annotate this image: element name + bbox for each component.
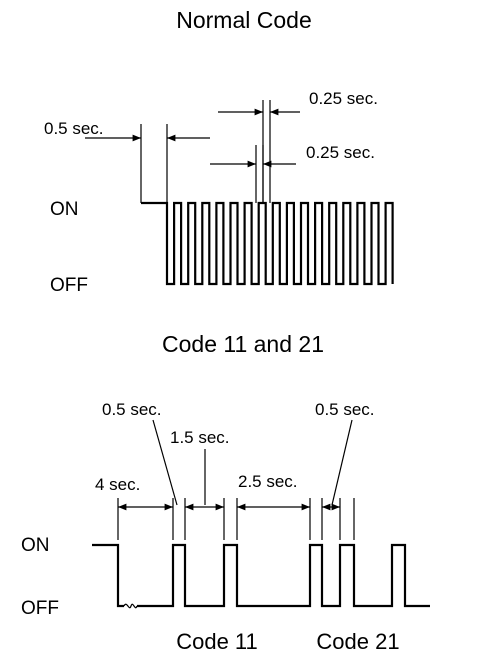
- axis-break-mark: [123, 603, 138, 609]
- pulse-width-left-leader: [152, 419, 178, 506]
- pulse-width-right-label: 0.5 sec.: [315, 400, 375, 419]
- normal-on-time-label: 0.25 sec.: [306, 143, 375, 162]
- normal-initial-delay-label: 0.5 sec.: [44, 119, 104, 138]
- code-11-21-waveform: [92, 543, 430, 608]
- code-on-label: ON: [21, 535, 50, 556]
- start-delay-label: 4 sec.: [95, 475, 140, 494]
- code-21-label: Code 21: [316, 629, 399, 654]
- normal-code-title: Normal Code: [176, 7, 312, 33]
- pulse-width-left-label: 0.5 sec.: [102, 400, 162, 419]
- normal-on-label: ON: [50, 199, 79, 220]
- code-11-label: Code 11: [176, 629, 258, 654]
- normal-code-waveform: [141, 201, 394, 286]
- gap-between-label: 1.5 sec.: [170, 428, 230, 447]
- normal-off-label: OFF: [50, 275, 88, 296]
- normal-off-time-label: 0.25 sec.: [309, 89, 378, 108]
- code-11-21-title: Code 11 and 21: [162, 331, 324, 357]
- pulse-width-right-leader: [331, 419, 353, 506]
- gap-between-codes-label: 2.5 sec.: [238, 472, 298, 491]
- code-off-label: OFF: [21, 598, 59, 619]
